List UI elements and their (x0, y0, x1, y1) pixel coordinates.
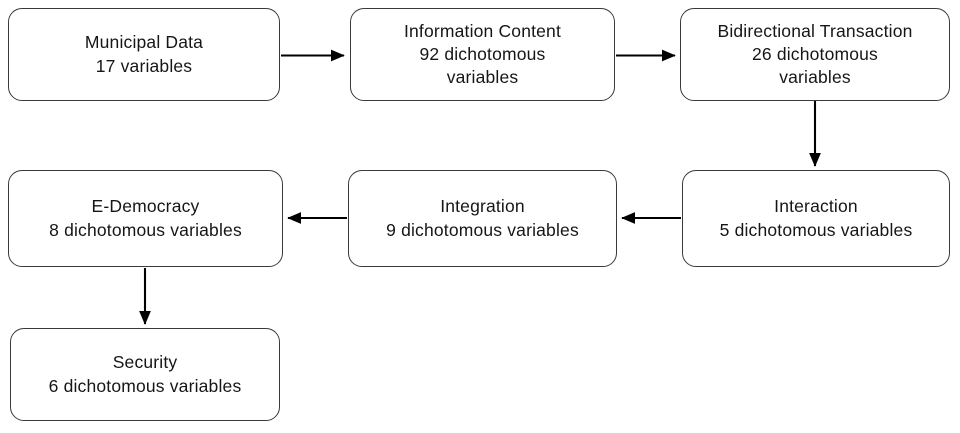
node-title: E-Democracy (91, 196, 200, 217)
node-interaction[interactable]: Interaction 5 dichotomous variables (682, 170, 950, 267)
node-subtitle: 17 variables (95, 55, 193, 76)
node-e-democracy[interactable]: E-Democracy 8 dichotomous variables (8, 170, 283, 267)
node-subtitle: 8 dichotomous variables (49, 219, 242, 240)
node-subtitle: 6 dichotomous variables (48, 375, 242, 396)
node-title: Security (112, 352, 178, 373)
node-title: Interaction (774, 196, 858, 217)
node-subtitle: 92 dichotomous variables (419, 43, 546, 88)
node-subtitle: 26 dichotomous variables (751, 43, 878, 88)
node-title: Bidirectional Transaction (717, 20, 913, 41)
node-integration[interactable]: Integration 9 dichotomous variables (348, 170, 617, 267)
node-information-content[interactable]: Information Content 92 dichotomous varia… (350, 8, 615, 101)
node-municipal-data[interactable]: Municipal Data 17 variables (8, 8, 280, 101)
node-title: Information Content (403, 20, 562, 41)
node-subtitle: 9 dichotomous variables (386, 219, 579, 240)
node-title: Municipal Data (84, 32, 204, 53)
node-security[interactable]: Security 6 dichotomous variables (10, 328, 280, 421)
node-title: Integration (440, 196, 525, 217)
node-subtitle: 5 dichotomous variables (719, 219, 913, 240)
node-bidirectional-transaction[interactable]: Bidirectional Transaction 26 dichotomous… (680, 8, 950, 101)
